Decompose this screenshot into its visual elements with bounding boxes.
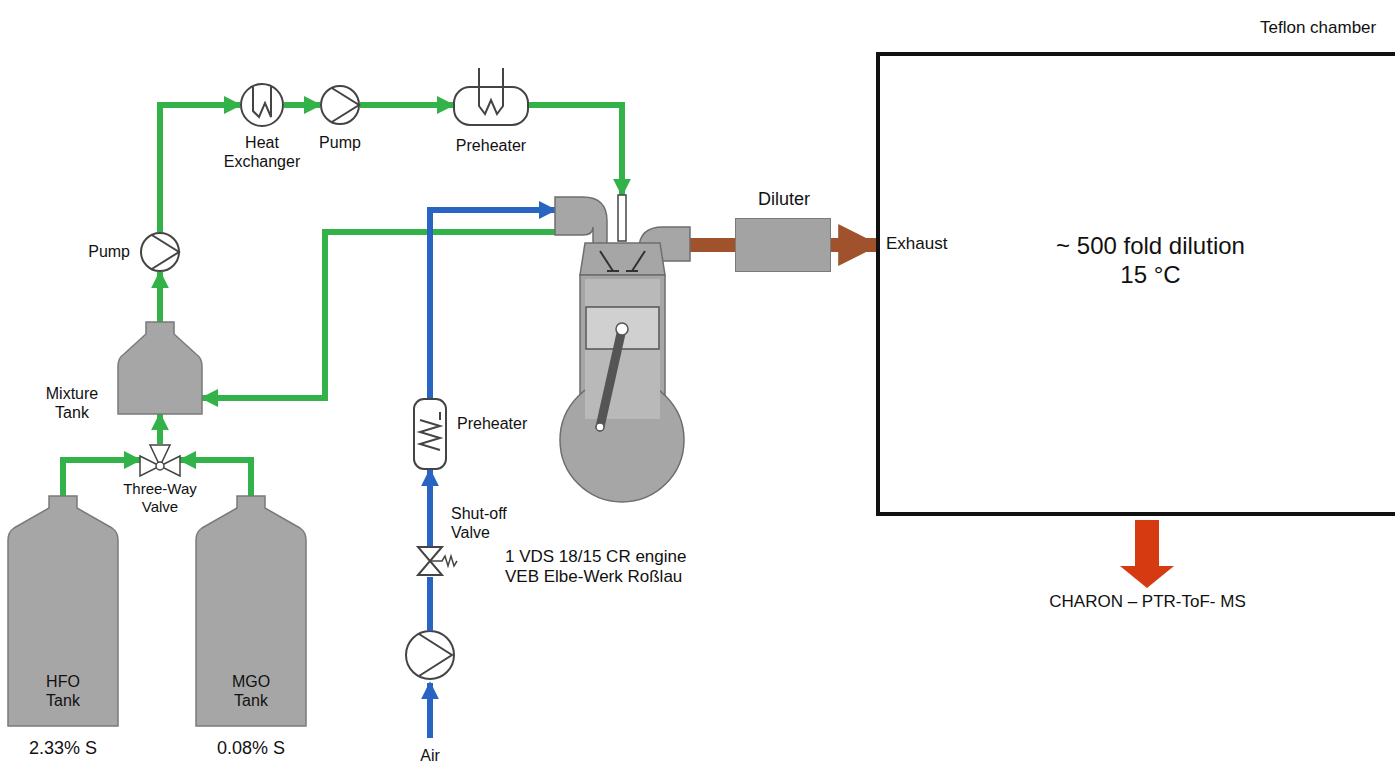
intake-manifold — [555, 197, 607, 245]
injector — [618, 195, 626, 241]
pump-circle — [141, 233, 179, 271]
pipe-connector — [529, 105, 622, 195]
component-label: 0.08% S — [196, 738, 306, 760]
component-label: Shut-off Valve — [451, 504, 521, 542]
shape-outline — [140, 444, 180, 476]
valve-center — [156, 462, 164, 470]
fuel-pump: Pump — [320, 85, 360, 125]
air-preheater: Preheater — [413, 398, 447, 470]
air-line — [427, 577, 433, 631]
component-label: Mixture Tank — [32, 384, 112, 422]
tank-body — [196, 496, 306, 726]
shape-outline — [453, 86, 529, 126]
component-label: Three-Way Valve — [118, 480, 202, 516]
component-label: Preheater — [457, 414, 557, 433]
shape-outline — [118, 322, 202, 414]
edge-label: Exhaust — [884, 234, 949, 254]
pipe-connector — [427, 470, 433, 546]
shape-outline — [415, 546, 445, 576]
sampling-arrow — [1120, 520, 1174, 588]
component-label: Pump — [290, 133, 390, 152]
pipe-connector — [157, 414, 163, 444]
shape-outline — [240, 83, 284, 127]
pipe-connector — [284, 102, 320, 108]
mixture-tank: Mixture Tank — [118, 322, 202, 414]
air-blower — [406, 631, 454, 679]
heater-coil — [420, 420, 440, 450]
heat-exchanger: Heat Exchanger — [240, 83, 284, 127]
shape-outline — [140, 232, 180, 272]
component-label: 2.33% S — [8, 738, 118, 760]
pipe-connector — [202, 232, 555, 398]
inner-text: HFO Tank — [33, 672, 93, 710]
component-label: Pump — [60, 242, 130, 261]
diluter-box: Diluter — [735, 218, 831, 272]
instrument-label: CHARON – PTR-ToF- MS — [1005, 592, 1290, 612]
component-label: Heat Exchanger — [212, 133, 312, 171]
cylinder-head — [580, 243, 665, 275]
shape-outline — [8, 496, 118, 726]
fuel-pump: Pump — [140, 232, 180, 272]
air-label: Air — [400, 746, 460, 765]
pipe-connector — [690, 238, 735, 252]
valve-spring — [430, 556, 457, 566]
heat-exchanger-circle — [241, 84, 283, 126]
pump-symbol — [331, 88, 359, 123]
tank-body — [8, 496, 118, 726]
inner-text: MGO Tank — [221, 672, 281, 710]
pipe-connector — [360, 102, 453, 108]
heat-exchanger-coil — [253, 87, 271, 117]
component-label: Diluter — [724, 189, 844, 211]
diesel-engine: 1 VDS 18/15 CR engine VEB Elbe-Werk Roßl… — [555, 195, 690, 505]
vessel-body — [454, 87, 528, 125]
cylinder-bore — [585, 279, 660, 419]
heater-element — [479, 68, 503, 114]
blower-symbol — [419, 634, 452, 676]
component-label: 1 VDS 18/15 CR engine VEB Elbe-Werk Roßl… — [505, 547, 705, 588]
inner-text: ~ 500 fold dilution 15 °C — [1043, 232, 1258, 290]
teflon-chamber: Teflon chamber~ 500 fold dilution 15 °C — [876, 52, 1395, 516]
pump-symbol — [151, 235, 179, 270]
valves — [600, 251, 645, 271]
shape-outline — [413, 398, 447, 470]
tank-body — [118, 322, 202, 414]
fuel-preheater: Preheater — [453, 86, 529, 126]
three-way-valve: Three-Way Valve — [140, 444, 180, 476]
pipe-connector — [157, 272, 163, 322]
piston-pin — [616, 323, 628, 335]
pipe-connector — [831, 238, 876, 252]
pipe-connector — [430, 210, 555, 398]
vessel-body — [414, 399, 446, 469]
component-label: Teflon chamber — [1260, 18, 1395, 38]
pump-circle — [321, 86, 359, 124]
shape-outline — [555, 195, 690, 505]
crank-pin — [596, 423, 604, 431]
shape-outline — [196, 496, 306, 726]
mgo-tank: MGO Tank0.08% S — [196, 496, 306, 726]
air-inlet-line — [427, 683, 433, 738]
shape-outline — [320, 85, 360, 125]
hfo-tank: HFO Tank2.33% S — [8, 496, 118, 726]
component-label: Preheater — [431, 136, 551, 155]
shut-off-valve: Shut-off Valve — [415, 546, 445, 576]
heater-lead — [439, 412, 441, 420]
connecting-rod — [600, 329, 622, 427]
